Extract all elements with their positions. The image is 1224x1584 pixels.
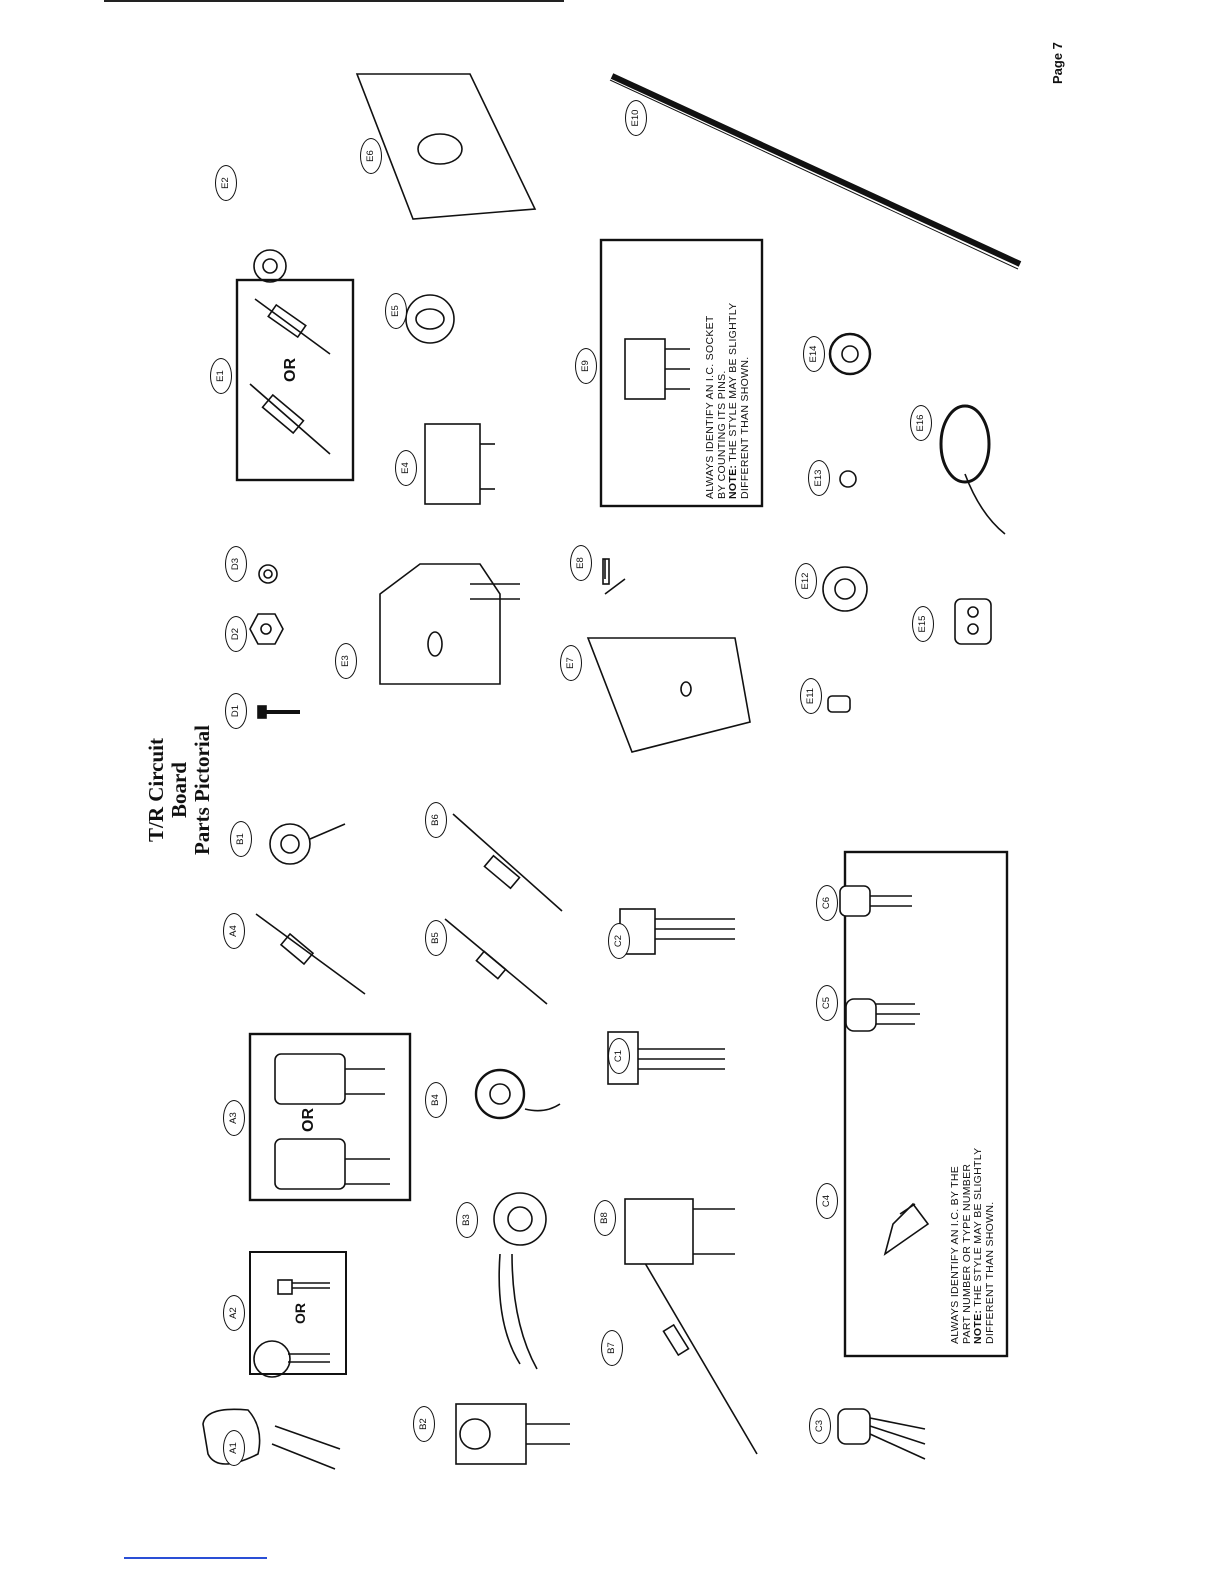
or-label-e1: OR [282,358,299,382]
e9-note: ALWAYS IDENTIFY AN I.C. SOCKET BY COUNTI… [704,302,751,499]
b2-coil-icon [455,1403,570,1465]
label-b8: B8 [594,1200,616,1236]
b4-toroid-icon [474,1068,561,1120]
c4-note: ALWAYS IDENTIFY AN I.C. BY THE PART NUMB… [949,1147,996,1344]
label-c4: C4 [816,1183,838,1219]
b5-resistor-icon [444,918,548,1005]
c4-note-line-4: DIFFERENT THAN SHOWN. [983,1201,996,1344]
label-c3: C3 [809,1408,831,1444]
label-b5: B5 [425,920,447,956]
label-e8: E8 [570,545,592,581]
a4-diode-icon [255,913,366,995]
label-e15: E15 [912,606,934,642]
label-e5: E5 [385,293,407,329]
label-e13: E13 [808,460,830,496]
e12-core-icon [822,566,868,612]
label-c5: C5 [816,985,838,1021]
c4-note-bold: NOTE: [972,1309,984,1344]
e14-core-icon [828,332,872,376]
e7-plate-icon [586,637,751,753]
e8-pin-icon [602,558,626,595]
label-b2: B2 [413,1406,435,1442]
e9-note-line-1: ALWAYS IDENTIFY AN I.C. SOCKET [704,315,716,499]
e5-bushing-icon [405,294,455,344]
label-b4: B4 [425,1082,447,1118]
e15-balun-core-icon [954,598,992,645]
e1-resistor-icon [249,298,331,455]
top-rule [104,0,564,2]
e13-bead-icon [839,470,857,488]
label-d1: D1 [225,693,247,729]
b6-resistor-icon [452,813,563,912]
e16-braid-icon [939,404,1006,535]
e9-note-bold: NOTE: [727,464,739,499]
label-b3: B3 [456,1202,478,1238]
label-e11: E11 [800,678,822,714]
label-e7: E7 [560,645,582,681]
label-e6: E6 [360,138,382,174]
or-label-a3: OR [300,1108,317,1132]
e10-rod-icon [609,73,1022,270]
e9-note-line-4: DIFFERENT THAN SHOWN. [738,356,751,499]
or-label-a2: OR [292,1303,308,1324]
b1-toroid-icon [269,823,346,865]
label-e1: E1 [210,358,232,394]
c2-transistor-icon [619,908,735,955]
e11-bead-icon [827,695,851,713]
e9-socket-icon [624,338,690,400]
label-e2: E2 [215,165,237,201]
label-a3: A3 [223,1100,245,1136]
e2-trimmer-icon [253,249,287,283]
label-a4: A4 [223,913,245,949]
label-d2: D2 [225,616,247,652]
label-e14: E14 [803,336,825,372]
b8-transformer-icon [624,1198,735,1265]
label-e9: E9 [575,348,597,384]
label-b1: B1 [230,821,252,857]
label-b7: B7 [601,1330,623,1366]
e4-relay-icon [424,423,495,505]
d2-nut-icon [249,613,284,645]
e6-plate-icon [355,73,537,220]
label-c6: C6 [816,885,838,921]
label-d3: D3 [225,546,247,582]
c4-note-rest: THE STYLE MAY BE SLIGHTLY [972,1147,984,1310]
label-e12: E12 [795,563,817,599]
e3-switch-icon [379,563,520,685]
c4-ic-icon [883,1202,930,1256]
a3-electrolytic-capacitor-icon [274,1053,390,1190]
c6-transistor-icon [839,885,912,917]
c5-transistor-icon [845,998,920,1032]
c4-note-line-3: NOTE: THE STYLE MAY BE SLIGHTLY [972,1147,985,1344]
b7-choke-icon [624,1228,758,1455]
label-b6: B6 [425,802,447,838]
label-a1: A1 [223,1430,245,1466]
e9-note-line-3: NOTE: THE STYLE MAY BE SLIGHTLY [727,302,740,499]
c3-transistor-icon [837,1408,926,1460]
b3-toroid-icon [493,1192,547,1370]
label-e16: E16 [910,405,932,441]
d1-screw-icon [257,705,300,719]
label-c2: C2 [608,923,630,959]
bottom-link-underline [124,1557,267,1559]
a2-capacitor-icon [253,1279,330,1378]
c4-note-line-1: ALWAYS IDENTIFY AN I.C. BY THE [949,1165,961,1344]
label-e10: E10 [625,100,647,136]
label-e3: E3 [335,643,357,679]
label-c1: C1 [608,1038,630,1074]
label-e4: E4 [395,450,417,486]
e9-note-rest: THE STYLE MAY BE SLIGHTLY [727,302,739,465]
label-a2: A2 [223,1295,245,1331]
d3-lockwasher-icon [258,564,278,584]
